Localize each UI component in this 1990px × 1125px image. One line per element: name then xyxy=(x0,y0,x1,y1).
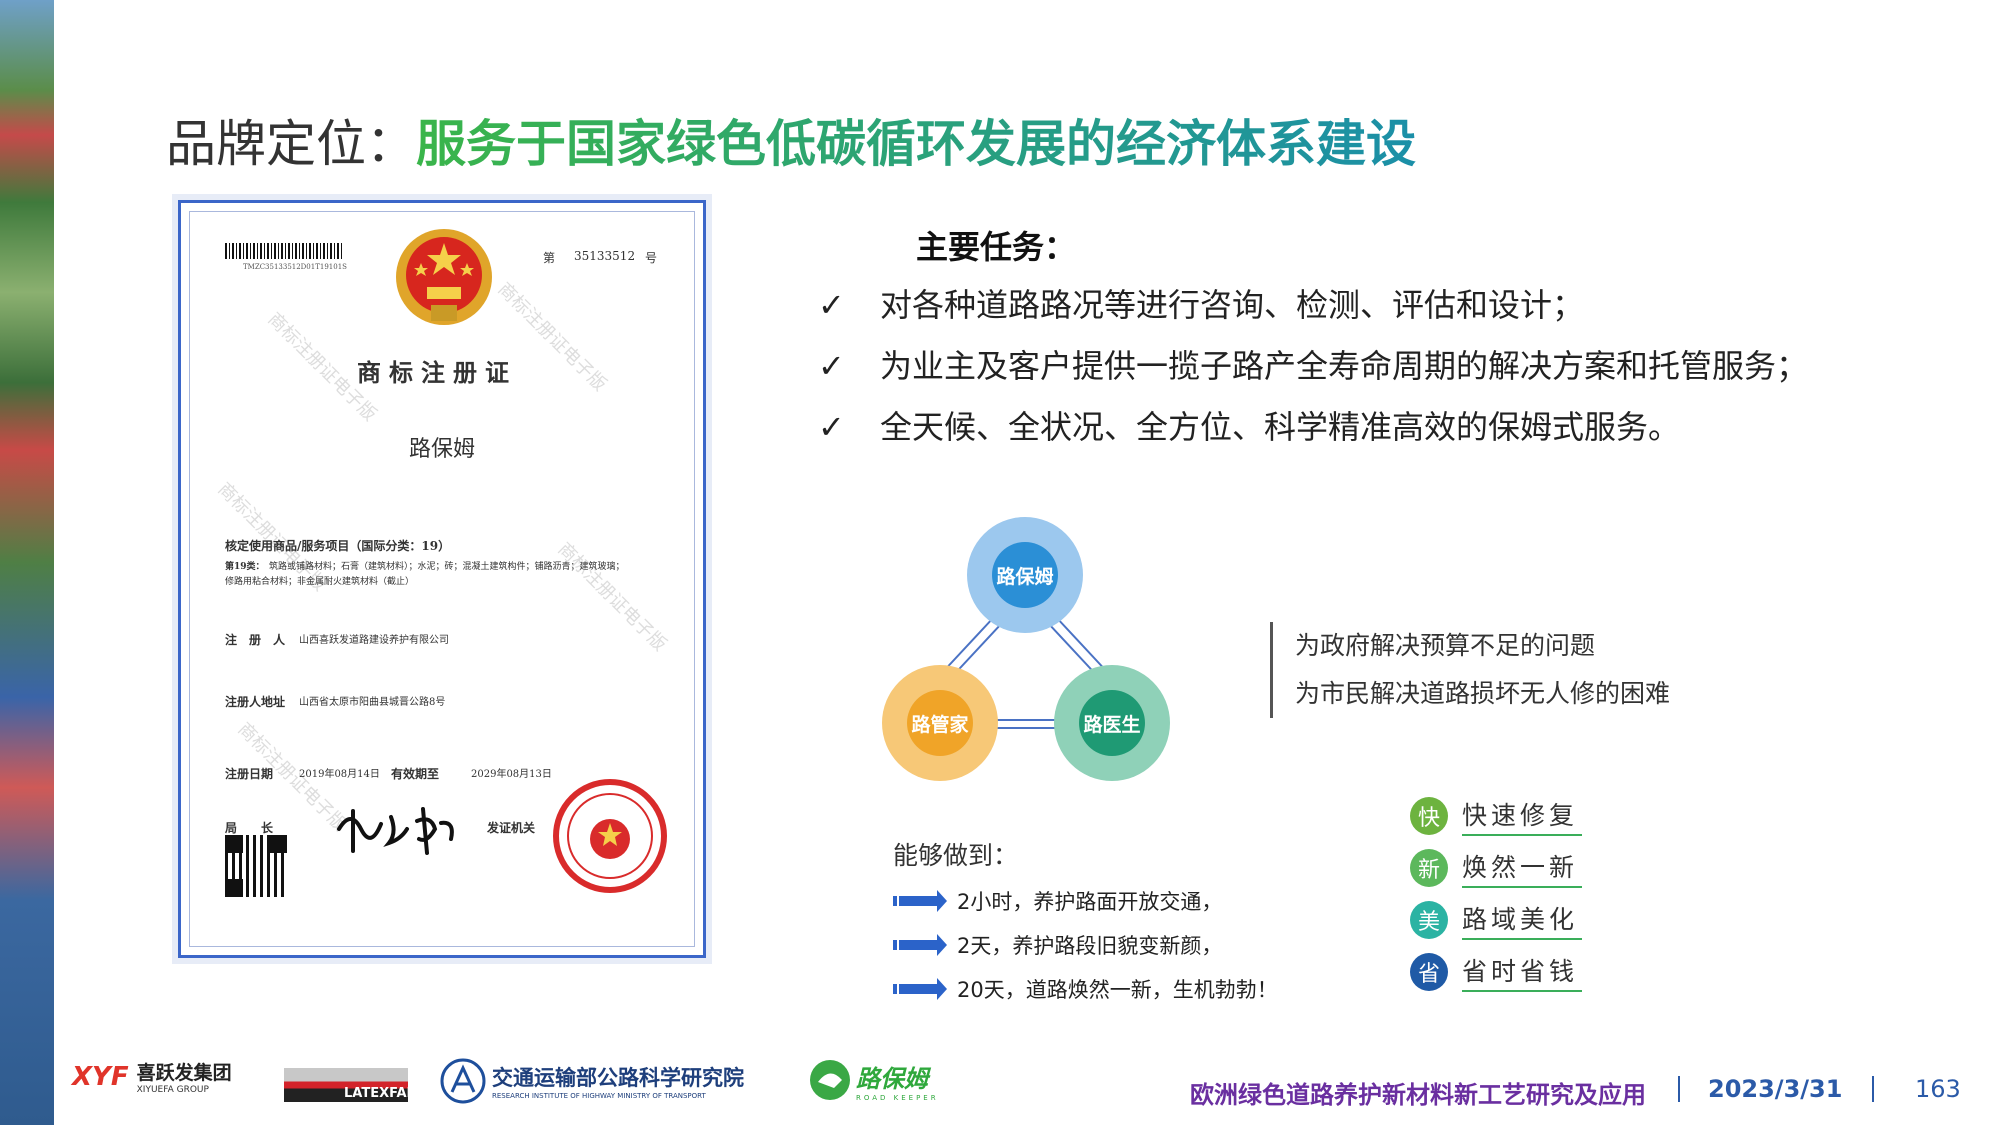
goods-label: 核定使用商品/服务项目（国际分类：19） xyxy=(225,539,451,553)
trademark-mark: 路保姆 xyxy=(409,437,476,462)
title-prefix: 品牌定位： xyxy=(166,115,416,173)
date-from: 2019年08月14日 xyxy=(299,769,380,780)
lubaomu-logo: 路保姆 ROAD KEEPER xyxy=(808,1058,939,1102)
feature-label: 路域美化 xyxy=(1462,900,1583,940)
task-text: 全天候、全状况、全方位、科学精准高效的保姆式服务。 xyxy=(880,408,1681,446)
solve-item: 为政府解决预算不足的问题 xyxy=(1295,631,1596,660)
page-title: 品牌定位：服务于国家绿色低碳循环发展的经济体系建设 xyxy=(166,104,1416,176)
latexfalt-text: LATEXFALT xyxy=(344,1085,422,1101)
qr-code xyxy=(225,835,287,897)
latexfalt-logo: LATEXFALT xyxy=(284,1068,422,1102)
task-item: ✓ 为业主及客户提供一揽子路产全寿命周期的解决方案和托管服务； xyxy=(818,341,1808,387)
arrow-icon xyxy=(893,934,947,956)
rioh-sub: RESEARCH INSTITUTE OF HIGHWAY MINISTRY O… xyxy=(492,1092,706,1100)
address-label: 注册人地址 xyxy=(225,695,286,709)
rioh-emblem-icon xyxy=(440,1058,486,1104)
director-signature xyxy=(337,807,454,855)
can-do-text: 20天，道路焕然一新，生机勃勃！ xyxy=(957,978,1278,1002)
task-text: 为业主及客户提供一揽子路产全寿命周期的解决方案和托管服务； xyxy=(880,347,1809,385)
feature-label: 省时省钱 xyxy=(1462,952,1583,992)
certificate-border xyxy=(189,211,695,947)
barcode-text: TMZC35133512D01T19101S xyxy=(243,263,347,271)
feature-badge-icon: 快 xyxy=(1410,797,1448,835)
rioh-name: 交通运输部公路科学研究院 xyxy=(492,1066,744,1090)
task-text: 对各种道路路况等进行咨询、检测、评估和设计； xyxy=(880,286,1585,324)
lubaomu-emblem-icon xyxy=(810,1060,850,1100)
lubaomu-sub: ROAD KEEPER xyxy=(856,1093,939,1102)
arrow-icon xyxy=(893,978,947,1000)
feature-badge-icon: 新 xyxy=(1410,849,1448,887)
task-item: ✓ 全天候、全状况、全方位、科学精准高效的保姆式服务。 xyxy=(818,402,1680,448)
can-do-item: 2小时，养护路面开放交通， xyxy=(893,886,1222,916)
footer-divider xyxy=(1678,1076,1680,1102)
check-icon: ✓ xyxy=(818,347,845,385)
date-label: 注册日期 xyxy=(225,767,274,781)
registrant-value: 山西喜跃发道路建设养护有限公司 xyxy=(299,635,449,646)
page-number: 163 xyxy=(1915,1075,1961,1103)
director-label: 局 长 xyxy=(225,821,274,835)
date-to: 2029年08月13日 xyxy=(471,769,552,780)
solve-item: 为市民解决道路损坏无人修的困难 xyxy=(1295,679,1671,708)
issuer-seal-icon xyxy=(553,779,667,893)
national-emblem-icon xyxy=(396,229,492,325)
address-value: 山西省太原市阳曲县城晋公路8号 xyxy=(299,697,446,708)
node-luguanjia: 路管家 xyxy=(911,713,969,736)
feature-label: 焕然一新 xyxy=(1462,848,1583,888)
check-icon: ✓ xyxy=(818,286,845,324)
certificate-heading: 商标注册证 xyxy=(357,358,517,387)
side-photo-strip xyxy=(0,0,54,1125)
issuer-label: 发证机关 xyxy=(487,821,536,835)
certificate-number-suffix: 号 xyxy=(645,251,658,265)
feature-item: 省省时省钱 xyxy=(1410,952,1583,992)
tasks-heading: 主要任务： xyxy=(916,228,1077,266)
xyf-mark: XYF xyxy=(72,1061,129,1092)
footer-divider xyxy=(1872,1076,1874,1102)
node-lubaomu: 路保姆 xyxy=(996,565,1054,588)
can-do-text: 2小时，养护路面开放交通， xyxy=(957,890,1223,914)
barcode xyxy=(225,243,343,259)
valid-label: 有效期至 xyxy=(391,767,440,781)
footer-project-title: 欧洲绿色道路养护新材料新工艺研究及应用 xyxy=(1190,1081,1646,1109)
title-highlight: 服务于国家绿色低碳循环发展的经济体系建设 xyxy=(416,115,1416,173)
feature-badge-icon: 美 xyxy=(1410,901,1448,939)
goods-class: 第19类： xyxy=(225,562,265,572)
goods-line-2: 修路用粘合材料；非金属耐火建筑材料（截止） xyxy=(225,577,415,587)
xyf-logo: XYF 喜跃发集团 XIYUEFA GROUP xyxy=(72,1058,232,1096)
feature-item: 新焕然一新 xyxy=(1410,848,1583,888)
feature-label: 快速修复 xyxy=(1462,796,1583,836)
can-do-item: 20天，道路焕然一新，生机勃勃！ xyxy=(893,974,1278,1004)
feature-badge-icon: 省 xyxy=(1410,953,1448,991)
feature-item: 快快速修复 xyxy=(1410,796,1583,836)
xyf-sub: XIYUEFA GROUP xyxy=(136,1085,209,1095)
task-item: ✓ 对各种道路路况等进行咨询、检测、评估和设计； xyxy=(818,280,1584,326)
rioh-logo: 交通运输部公路科学研究院 RESEARCH INSTITUTE OF HIGHW… xyxy=(440,1058,744,1104)
goods-line-1: 筑路或铺路材料；石膏（建筑材料）；水泥；砖；混凝土建筑构件；铺路沥青；建筑玻璃； xyxy=(269,562,625,572)
footer-date: 2023/3/31 xyxy=(1708,1075,1843,1103)
service-cycle-diagram xyxy=(882,517,1170,781)
arrow-icon xyxy=(893,890,947,912)
footer: XYF 喜跃发集团 XIYUEFA GROUP LATEXFALT 交通运输部公… xyxy=(0,1040,1990,1125)
solves-list: 为政府解决预算不足的问题 为市民解决道路损坏无人修的困难 xyxy=(1270,622,1670,718)
feature-item: 美路域美化 xyxy=(1410,900,1583,940)
certificate-number: 35133512 xyxy=(574,249,636,263)
xyf-name: 喜跃发集团 xyxy=(136,1062,232,1084)
can-do-item: 2天，养护路段旧貌变新颜， xyxy=(893,930,1222,960)
check-icon: ✓ xyxy=(818,408,845,446)
lubaomu-name: 路保姆 xyxy=(856,1064,928,1093)
registrant-label: 注 册 人 xyxy=(225,633,286,647)
can-do-heading: 能够做到： xyxy=(893,841,1019,870)
certificate-number-prefix: 第 xyxy=(543,251,556,265)
can-do-text: 2天，养护路段旧貌变新颜， xyxy=(957,934,1223,958)
node-luyisheng: 路医生 xyxy=(1083,713,1141,736)
trademark-certificate: TMZC35133512D01T19101S 第 35133512 号 商标注册… xyxy=(178,200,706,958)
